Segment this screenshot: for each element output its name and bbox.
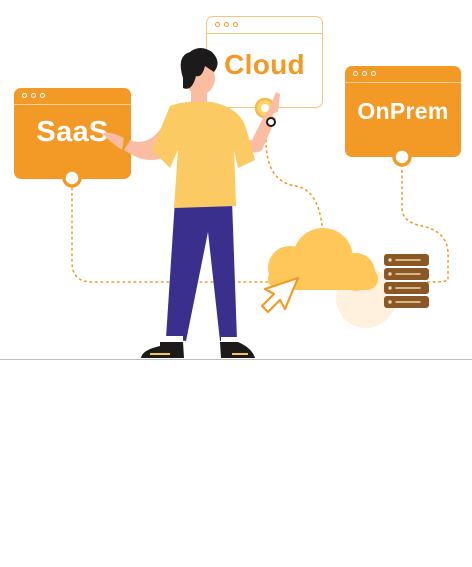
onprem-label: OnPrem (357, 98, 449, 124)
person-right-shoe (220, 342, 255, 358)
person-left-shoe (141, 342, 184, 358)
server-rack-icon (384, 254, 429, 308)
window-title-bar (14, 88, 131, 105)
window-title-bar (345, 66, 461, 83)
cursor-arrow-icon (260, 276, 300, 314)
cloud-node-core (261, 104, 269, 112)
cloud-label: Cloud (224, 49, 305, 80)
saas-node (62, 168, 82, 188)
cloud-connector (265, 139, 323, 227)
cloud-card: Cloud (206, 16, 323, 108)
person-shirt (152, 101, 255, 208)
onprem-card: OnPrem (345, 66, 461, 157)
person-pants (166, 200, 237, 341)
person-figure (103, 48, 280, 358)
saas-label: SaaS (36, 116, 109, 148)
window-dots-icon (215, 22, 238, 27)
ground-line (0, 359, 472, 360)
saas-connector (71, 187, 273, 283)
window-title-bar (207, 17, 322, 34)
cloud-icon (268, 228, 378, 291)
window-dots-icon (353, 71, 376, 76)
window-dots-icon (22, 93, 45, 98)
person-hair (180, 48, 218, 89)
onprem-node (392, 147, 412, 167)
saas-card: SaaS (14, 88, 131, 179)
watch-icon (266, 117, 276, 127)
